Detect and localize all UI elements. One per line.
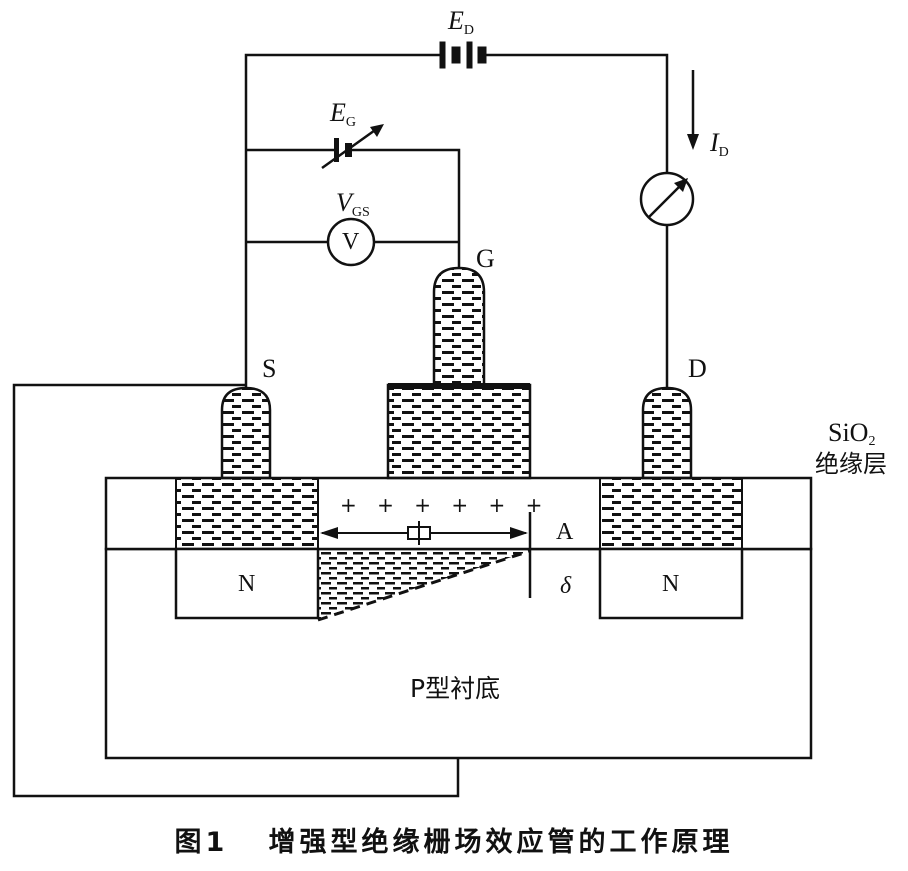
sio2-label-sub: 2	[868, 434, 876, 450]
wire-top	[244, 53, 440, 388]
wire-top-right	[486, 53, 669, 173]
voltmeter-icon	[326, 217, 376, 267]
figure-caption: 图1 增强型绝缘栅场效应管的工作原理	[174, 827, 734, 858]
n-right-label: N	[662, 571, 680, 597]
sio2-label: SiO2	[828, 420, 875, 449]
channel-point-label: A	[556, 519, 574, 545]
label-eg-main: E	[330, 98, 346, 127]
insulator-label: 绝缘层	[815, 450, 887, 478]
battery-ed-icon	[439, 41, 487, 69]
label-vgs-main: V	[336, 188, 352, 217]
variable-battery-eg-icon	[321, 124, 384, 170]
label-id: ID	[710, 130, 729, 160]
source-contact-metal	[175, 477, 319, 550]
wire-body	[12, 383, 460, 798]
channel-double-arrow	[320, 521, 528, 545]
substrate-label: P型衬底	[410, 674, 501, 703]
gate-label: G	[476, 244, 495, 273]
label-ed: ED	[448, 8, 474, 38]
depth-label: δ	[560, 573, 572, 599]
n-region-right	[598, 547, 744, 620]
n-left-label: N	[238, 571, 256, 597]
label-vgs: VGS	[336, 190, 370, 220]
current-arrow-icon	[687, 70, 699, 150]
wire-eg-right	[352, 148, 461, 268]
circuit-wires	[12, 53, 669, 798]
voltmeter-label: V	[342, 229, 360, 255]
label-ed-sub: D	[463, 22, 475, 38]
sio2-label-main: SiO	[828, 418, 869, 447]
source-terminal	[220, 386, 272, 480]
label-eg-sub: G	[345, 114, 357, 130]
label-ed-main: E	[448, 6, 464, 35]
drain-label: D	[688, 354, 707, 383]
label-eg: EG	[330, 100, 356, 130]
drain-contact-metal	[599, 477, 743, 550]
positive-charges: + + + + + +	[340, 493, 550, 517]
label-id-main: I	[710, 128, 719, 157]
n-region-left	[174, 547, 320, 620]
ammeter-icon	[639, 171, 695, 227]
label-id-sub: D	[718, 144, 729, 160]
label-vgs-sub: GS	[351, 204, 370, 220]
drain-terminal	[641, 386, 693, 480]
source-label: S	[262, 354, 277, 383]
gate-electrode	[386, 266, 532, 480]
